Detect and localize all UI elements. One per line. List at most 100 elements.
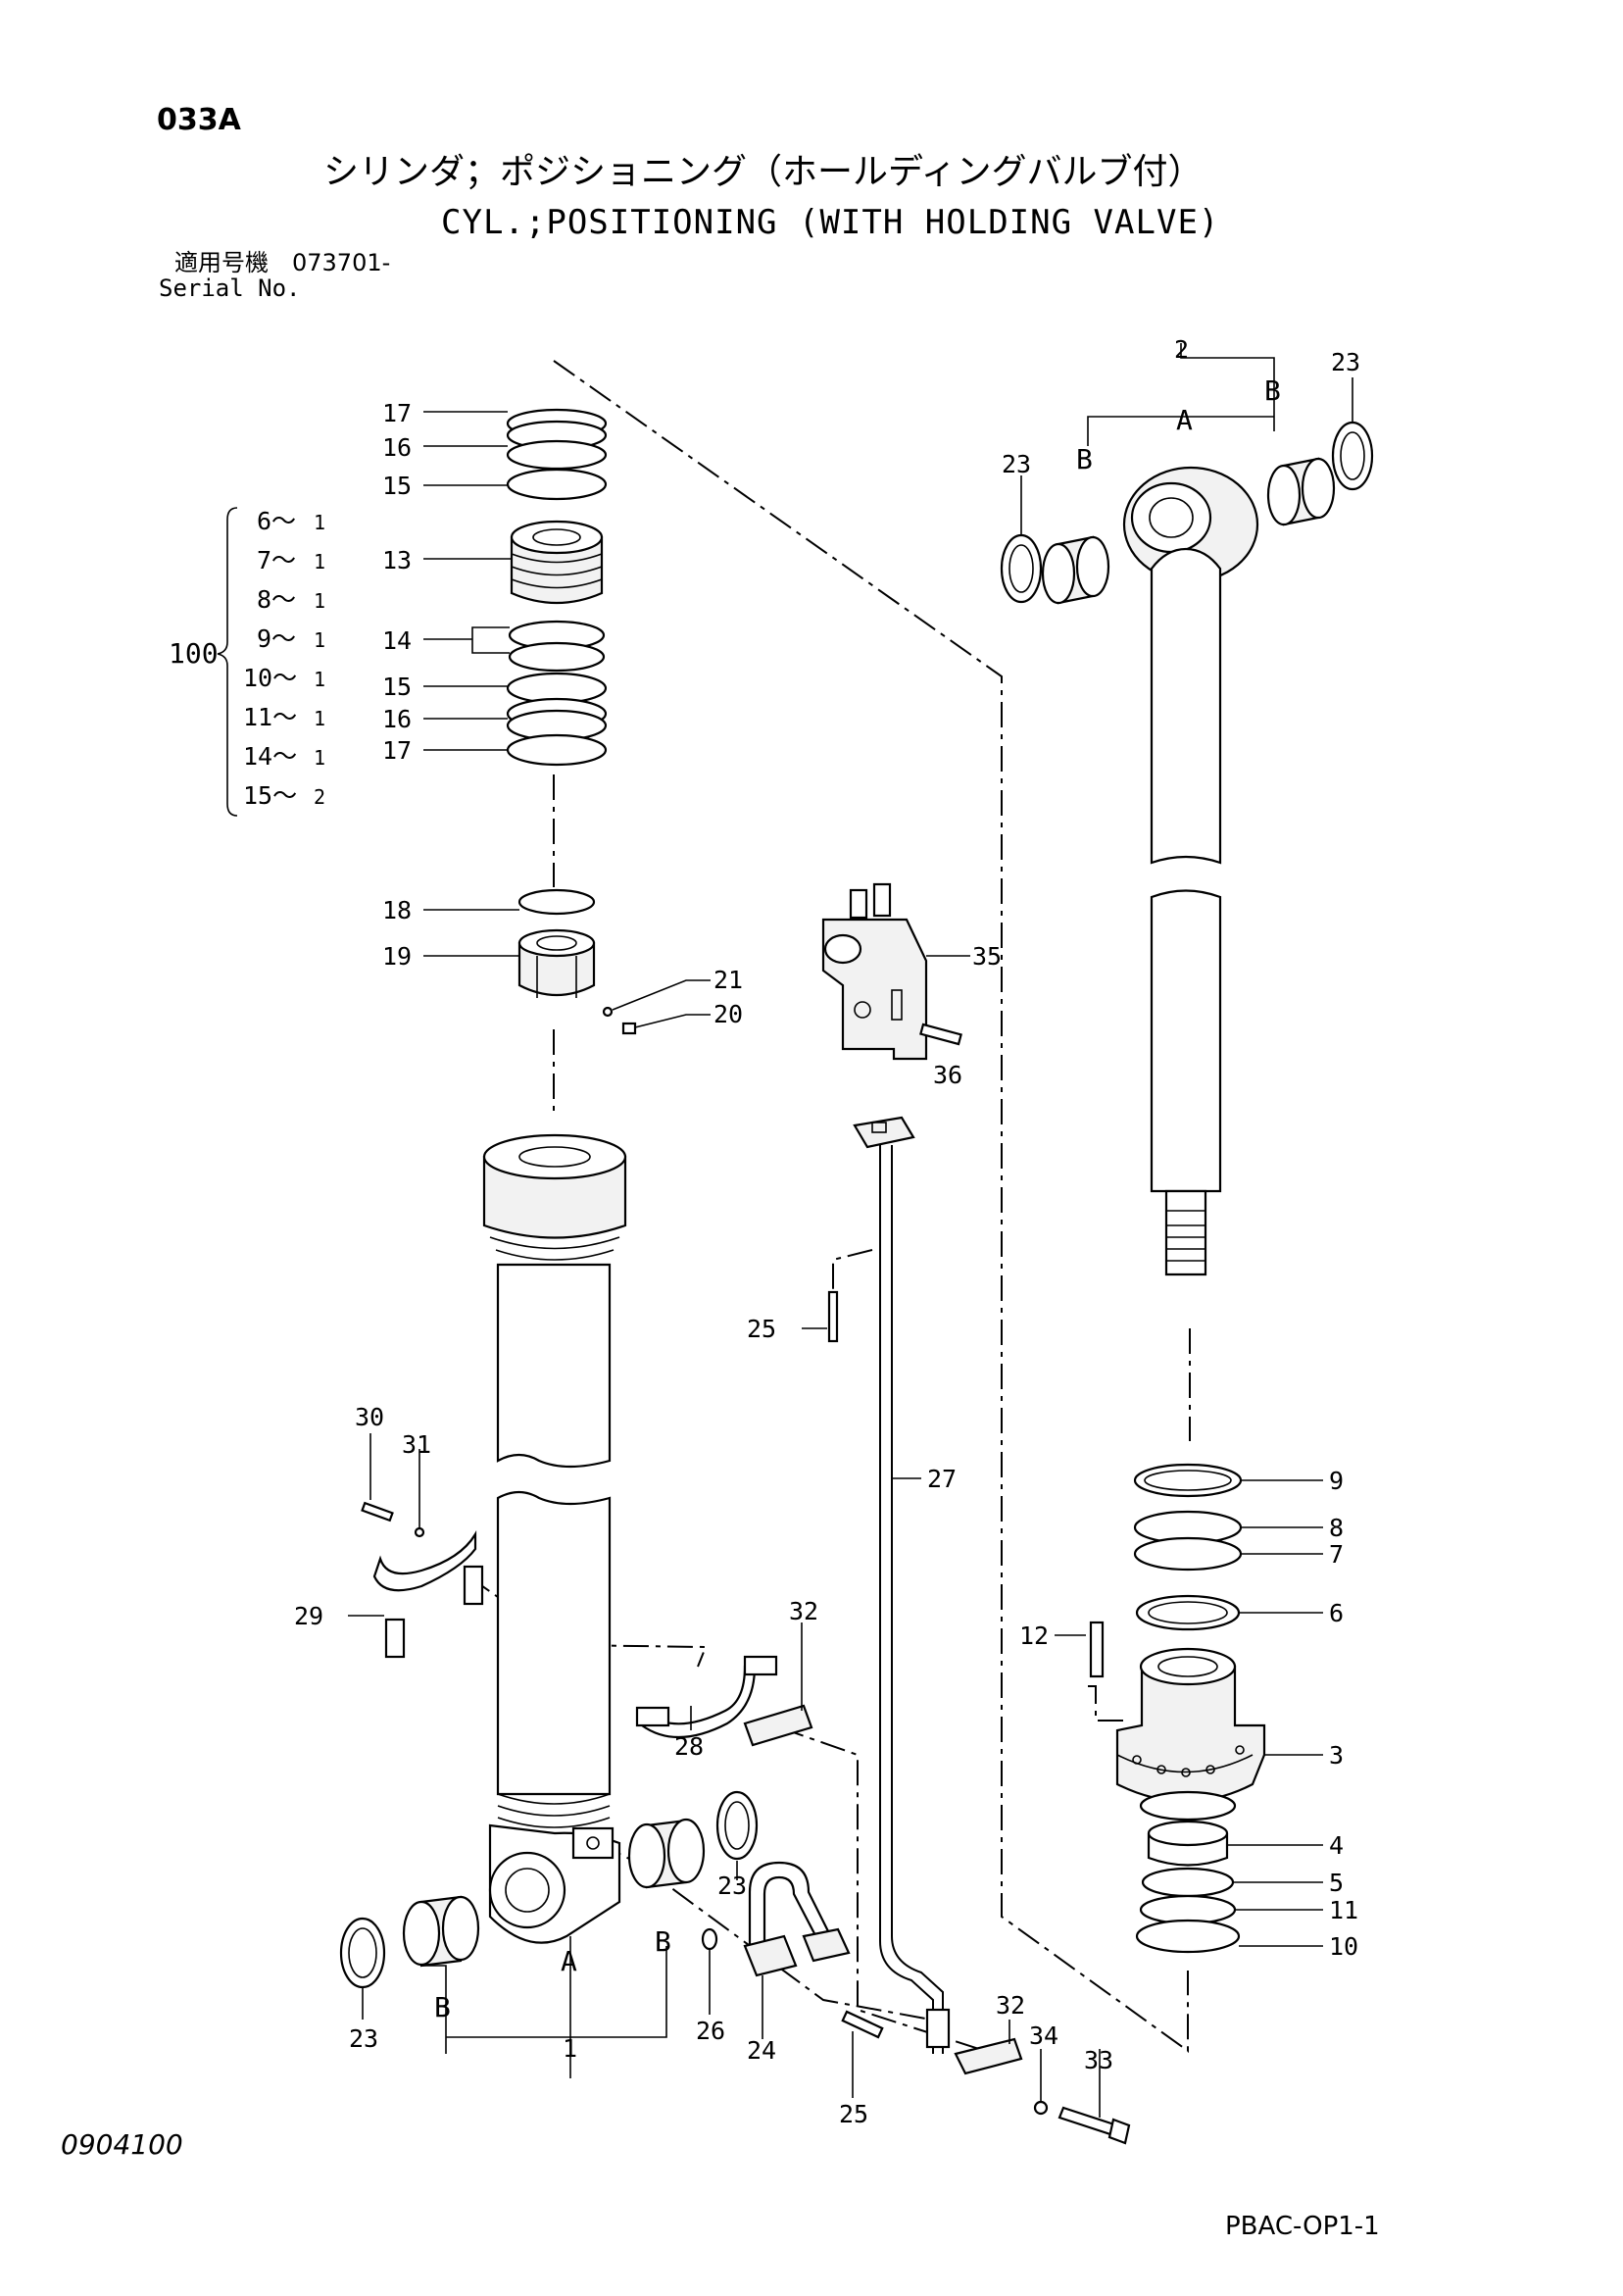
callout-17: 17 xyxy=(382,399,412,427)
bushings-top xyxy=(1000,421,1374,605)
callout-28: 28 xyxy=(674,1732,704,1761)
page-code: 033A xyxy=(157,103,241,137)
pipe-27 xyxy=(827,1116,951,2054)
kit-number: 100 xyxy=(169,637,219,670)
callout-25: 25 xyxy=(839,2100,868,2128)
callout-35: 35 xyxy=(972,942,1002,971)
bolt-12 xyxy=(1089,1621,1105,1678)
callout-32: 32 xyxy=(789,1597,818,1625)
callout-1: 1 xyxy=(563,2034,577,2063)
callout-29: 29 xyxy=(294,1602,323,1630)
callout-36: 36 xyxy=(933,1061,962,1089)
bolt-25-bottom xyxy=(841,2010,884,2039)
ring-7 xyxy=(1133,1536,1243,1572)
kit-item-qty: 1 xyxy=(314,589,325,613)
ring-6 xyxy=(1135,1594,1241,1631)
letter-b: B xyxy=(655,1925,671,1958)
ring-10 xyxy=(1135,1919,1241,1954)
callout-4: 4 xyxy=(1329,1831,1344,1860)
callout-32: 32 xyxy=(996,1991,1025,2020)
callout-6: 6 xyxy=(1329,1599,1344,1627)
callout-12: 12 xyxy=(1019,1622,1049,1650)
seal-ring-16 xyxy=(506,439,608,471)
bolt-36 xyxy=(919,1023,962,1046)
kit-item-qty: 1 xyxy=(314,746,325,770)
callout-23: 23 xyxy=(1002,450,1031,478)
bolt-25-top xyxy=(827,1290,839,1343)
callout-26: 26 xyxy=(696,2017,725,2045)
ball-21 xyxy=(602,1006,614,1018)
kit-item-qty: 1 xyxy=(314,707,325,730)
title-japanese: シリンダ；ポジショニング（ホールディングバルブ付） xyxy=(323,152,1204,192)
ring-9 xyxy=(1133,1463,1243,1498)
kit-item-part: 9～ xyxy=(257,624,296,653)
serial-label-english: Serial No. xyxy=(159,275,301,302)
callout-11: 11 xyxy=(1329,1896,1358,1924)
bushings-bottom xyxy=(339,1790,759,1989)
callout-10: 10 xyxy=(1329,1932,1358,1961)
callout-8: 8 xyxy=(1329,1514,1344,1542)
letter-a: A xyxy=(1176,404,1193,436)
band-28 xyxy=(640,1665,757,1739)
callout-25: 25 xyxy=(747,1315,776,1343)
o-ring-18 xyxy=(517,888,596,916)
cylinder-tube-1 xyxy=(482,1133,627,1944)
kit-item-part: 10～ xyxy=(243,664,297,692)
leader-lines xyxy=(348,343,1353,2118)
u-pipe-24 xyxy=(701,1861,884,2039)
callout-27: 27 xyxy=(927,1465,957,1493)
lower-rod-seals xyxy=(1135,1820,1241,1954)
kit-item-qty: 1 xyxy=(314,628,325,652)
letter-a: A xyxy=(561,1945,577,1977)
kit-item-part: 14～ xyxy=(243,742,297,771)
callout-3: 3 xyxy=(1329,1741,1344,1770)
bolt-30 xyxy=(361,1501,394,1522)
bolt-33 xyxy=(1057,2106,1119,2137)
callout-21: 21 xyxy=(713,966,743,994)
kit-item-part: 11～ xyxy=(243,703,297,731)
rod-seal-rings xyxy=(1133,1463,1243,1631)
callout-16: 16 xyxy=(382,705,412,733)
kit-item-qty: 1 xyxy=(314,511,325,534)
piston-13 xyxy=(510,535,604,605)
band-29 xyxy=(372,1530,477,1592)
callout-5: 5 xyxy=(1329,1869,1344,1897)
piston-rod-2 xyxy=(1122,466,1259,1276)
screw-20 xyxy=(621,1022,637,1035)
kit-item-part: 8～ xyxy=(257,585,296,614)
callout-2: 2 xyxy=(1174,335,1189,364)
callout-23: 23 xyxy=(349,2024,378,2053)
clamp-32-top xyxy=(743,1704,813,1747)
ring-5 xyxy=(1141,1867,1235,1898)
clamp-hardware-bottom xyxy=(954,2037,1131,2145)
o-ring-26 xyxy=(701,1927,718,1951)
seal-23-bottom-left xyxy=(339,1917,386,1989)
seal-ring-15 xyxy=(506,468,608,501)
callout-19: 19 xyxy=(382,942,412,971)
kit-item-part: 6～ xyxy=(257,507,296,535)
kit-item-qty: 2 xyxy=(314,785,325,809)
rod-cover-3 xyxy=(1089,1621,1266,1822)
callout-13: 13 xyxy=(382,546,412,574)
seal-kit-list: 100 6～1 7～1 8～1 9～1 10～1 11～1 14～1 15～2 xyxy=(169,507,325,817)
piston-seal-stack xyxy=(506,408,637,1035)
callout-31: 31 xyxy=(402,1430,431,1459)
document-number: 0904100 xyxy=(61,2128,183,2161)
callout-7: 7 xyxy=(1329,1540,1344,1569)
callout-17: 17 xyxy=(382,736,412,765)
letter-b: B xyxy=(1076,443,1093,475)
title-english: CYL.;POSITIONING (WITH HOLDING VALVE) xyxy=(441,203,1220,242)
callout-23: 23 xyxy=(1331,348,1360,376)
callout-34: 34 xyxy=(1029,2021,1058,2050)
callout-20: 20 xyxy=(713,1000,743,1028)
kit-item-qty: 1 xyxy=(314,550,325,574)
letter-b: B xyxy=(1264,374,1281,407)
callout-15: 15 xyxy=(382,673,412,701)
nut-19 xyxy=(517,941,596,997)
kit-brace xyxy=(217,507,238,817)
kit-item-part: 15～ xyxy=(243,781,297,810)
seal-23-top-right xyxy=(1331,421,1374,491)
callout-33: 33 xyxy=(1084,2046,1113,2074)
